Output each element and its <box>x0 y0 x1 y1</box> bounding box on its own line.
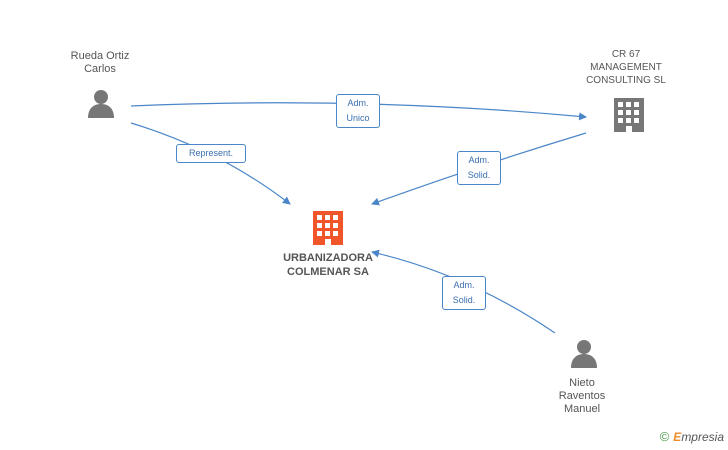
main-building-icon <box>313 211 343 245</box>
person-icon <box>88 90 114 118</box>
edge-rueda-to-main <box>130 122 291 205</box>
node-label-line: Rueda Ortiz <box>70 50 130 62</box>
edge-label-line: Unico <box>346 113 370 123</box>
edge-label-adm-solid-nieto[interactable]: Adm. Solid. <box>442 276 486 310</box>
node-label-rueda-ortiz-carlos[interactable]: Rueda Ortiz Carlos <box>50 50 150 76</box>
edge-label-adm-unico[interactable]: Adm. Unico <box>336 94 380 128</box>
node-label-line: CR 67 <box>611 49 641 60</box>
node-label-line: MANAGEMENT <box>590 62 662 73</box>
copyright-symbol: © <box>659 429 670 444</box>
edge-label-line: Adm. <box>347 98 369 108</box>
brand-name: mpresia <box>681 430 724 444</box>
node-label-line: Carlos <box>84 63 116 75</box>
node-label-line: Raventos <box>558 390 606 402</box>
edge-label-line: Represent. <box>188 148 234 158</box>
building-icon <box>614 98 644 132</box>
node-label-line: COLMENAR SA <box>287 266 369 278</box>
brand-initial: E <box>673 430 682 444</box>
node-label-cr67-management-consulting[interactable]: CR 67 MANAGEMENT CONSULTING SL <box>566 48 686 87</box>
node-label-line: URBANIZADORA <box>283 252 373 264</box>
node-label-urbanizadora-colmenar[interactable]: URBANIZADORA COLMENAR SA <box>268 251 388 279</box>
node-label-nieto-raventos-manuel[interactable]: Nieto Raventos Manuel <box>542 377 622 416</box>
edge-label-line: Adm. <box>468 155 490 165</box>
edge-label-represent[interactable]: Represent. <box>176 144 246 163</box>
edge-label-line: Solid. <box>467 170 491 180</box>
empresia-watermark: ©Empresia <box>660 429 724 444</box>
edge-label-line: Solid. <box>452 295 476 305</box>
edge-label-line: Adm. <box>453 280 475 290</box>
node-label-line: CONSULTING SL <box>586 75 666 86</box>
edge-label-adm-solid-cr67[interactable]: Adm. Solid. <box>457 151 501 185</box>
person-icon <box>571 340 597 368</box>
node-label-line: Manuel <box>563 403 601 415</box>
node-label-line: Nieto <box>569 377 595 389</box>
